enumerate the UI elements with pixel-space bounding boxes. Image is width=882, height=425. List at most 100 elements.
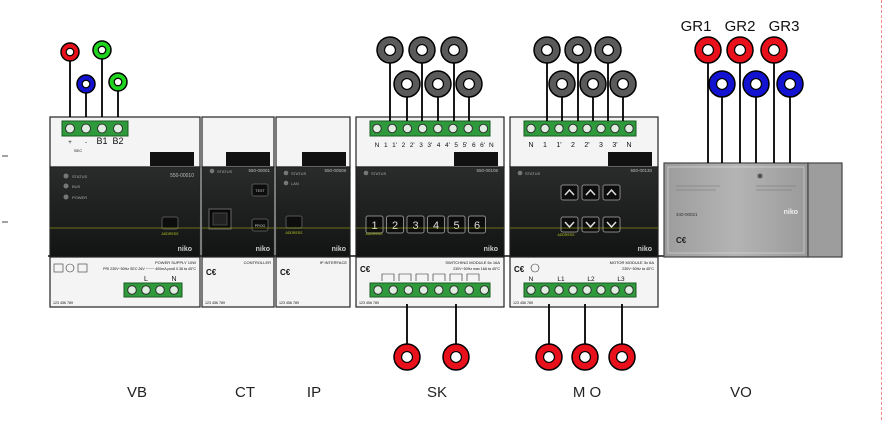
vb-spec: PRI 230V~50Hz SEC 26V ~~~~ 400mA pcs8 0.… (103, 267, 196, 271)
module-label-vo: VO (730, 384, 752, 401)
sk-bottom-screw (418, 285, 429, 295)
sk-relay-symbol (381, 273, 395, 281)
mo-top-connector-hole (616, 77, 630, 91)
mo-bottom-screw (596, 285, 606, 295)
mo-top-connector-hole (571, 43, 585, 57)
sk-relay-symbol (415, 273, 429, 281)
sk-top-terminal-label: 6' (480, 142, 485, 149)
chevron-down-icon (606, 221, 617, 229)
sk-top-terminal-label: 3' (427, 142, 432, 149)
ct-title: CONTROLLER (244, 260, 271, 265)
vb-term-l: L (144, 276, 148, 283)
vb-address-label: ADDRESS (162, 232, 180, 236)
sk-top-connector-hole (415, 43, 429, 57)
sk-top-connector-hole (383, 43, 397, 57)
svg-text:C€: C€ (360, 265, 371, 274)
mo-top-screw (596, 123, 606, 134)
vb-code: 550-00010 (170, 173, 194, 179)
mo-top-screw (526, 123, 536, 134)
sk-channel-label: 2 (392, 220, 398, 232)
sk-code: 550-00106 (476, 168, 498, 173)
svg-text:C€: C€ (280, 268, 291, 277)
sk-top-terminal-label: N (489, 142, 494, 149)
sk-channel-button (365, 215, 384, 234)
mo-top-screw (554, 123, 564, 134)
chevron-down-icon (564, 221, 575, 229)
module-label-vb: VB (127, 384, 147, 401)
mo-bottom-terminal-label: L3 (617, 276, 625, 283)
sk-top-terminal-label: 5 (454, 142, 458, 149)
ct-test-button[interactable] (251, 183, 269, 197)
sk-top-terminal-label: 5' (463, 142, 468, 149)
sk-title: SWITCHING MODULE 6x 16A (445, 260, 500, 265)
sk-bottom-screw (464, 285, 474, 295)
sk-bottom-screw (388, 285, 398, 295)
vo-group-gr1: GR1 (681, 18, 712, 35)
svg-text:C€: C€ (206, 268, 217, 277)
sk-spec: 230V~50Hz max 16A ta 45°C (453, 267, 500, 271)
ct-brand: niko (256, 246, 270, 253)
vb-address-button[interactable] (161, 216, 179, 230)
sk-top-screw (417, 123, 428, 134)
mo-spec: 230V~50Hz ta 45°C (622, 267, 654, 271)
sk-bottom-screw (449, 285, 459, 295)
mo-bottom-screw (540, 285, 550, 295)
sk-address-label: ADDRESS (366, 232, 384, 236)
ip-led-lan: LAN (291, 181, 299, 186)
mo-bottom-screw (568, 285, 578, 295)
sk-top-terminal-label: 1' (392, 142, 397, 149)
mo-bottom-screw (554, 285, 564, 295)
sk-bottom-screw (479, 285, 490, 295)
vo-connector-hole (767, 43, 781, 57)
mo-bottom-screw (610, 285, 620, 295)
sk-channel-button (468, 215, 486, 234)
mo-brand: niko (638, 246, 652, 253)
sk-top-screw (448, 123, 458, 134)
mo-title: MOTOR MODULE 3x 6A (610, 260, 655, 265)
sk-relay-symbol (449, 273, 463, 281)
mo-top-screw (540, 123, 550, 134)
mo-bottom-connector-hole (542, 350, 556, 364)
sk-top-screw (463, 123, 473, 134)
sk-led-status: STATUS (371, 171, 387, 176)
mo-top-terminal-label: 3 (599, 142, 603, 149)
ip-address-button[interactable] (285, 215, 303, 229)
sk-channel-label: 5 (453, 220, 459, 232)
vb-sec-note: SEC (74, 148, 82, 153)
vb-brand: niko (178, 246, 192, 253)
sk-top-connector-hole (431, 77, 445, 91)
ct-led-status: STATUS (217, 169, 233, 174)
sk-top-screw (402, 123, 413, 134)
vb-led-bus: BUS (72, 184, 81, 189)
sk-channel-button (406, 215, 425, 234)
ip-code: 550-00508 (324, 168, 346, 173)
chevron-up-icon (564, 188, 575, 196)
sk-channel-label: 3 (412, 220, 418, 232)
vo-code: 340-00021 (676, 212, 698, 217)
mo-top-terminal-label: N (528, 142, 533, 149)
ip-address-label: ADDRESS (286, 231, 304, 235)
sk-serial: 123 456 789 (359, 301, 379, 305)
vb-wire-connector-hole (113, 77, 123, 87)
mo-bottom-terminal-label: L2 (587, 276, 595, 283)
vo-group-gr2: GR2 (725, 18, 756, 35)
ct-serial: 123 456 789 (205, 301, 225, 305)
vb-led-status: STATUS (72, 174, 88, 179)
mo-top-connector-hole (540, 43, 554, 57)
sk-relay-symbol (398, 273, 412, 281)
vb-term-n: N (171, 276, 176, 283)
mo-top-terminal-label: 3' (612, 142, 617, 149)
ip-led-status: STATUS (291, 171, 307, 176)
mo-top-terminal-label: 1 (543, 142, 547, 149)
sk-bottom-connector-hole (400, 350, 414, 364)
vo-connector-hole (701, 43, 715, 57)
sk-top-terminal-label: 6 (472, 142, 476, 149)
sk-top-screw (372, 123, 382, 134)
svg-text:C€: C€ (676, 236, 687, 245)
sk-top-terminal-label: 4 (437, 142, 441, 149)
sk-relay-symbol (432, 273, 446, 281)
mo-top-screw (610, 123, 620, 134)
